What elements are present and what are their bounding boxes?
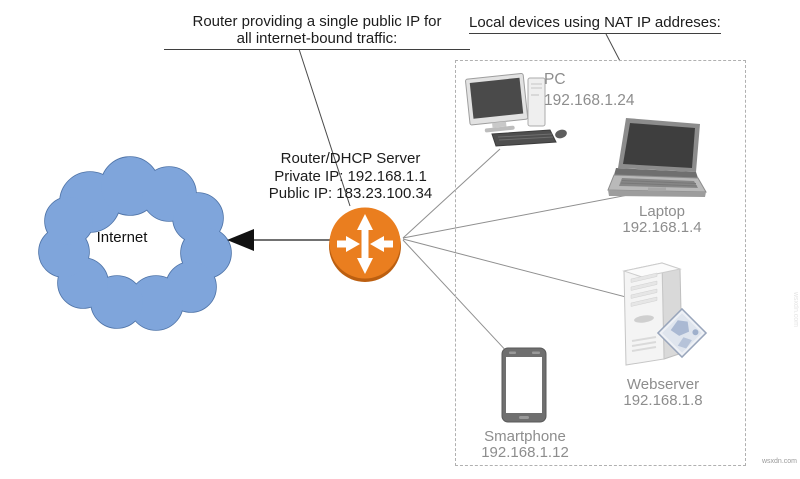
laptop-label: Laptop bbox=[639, 203, 685, 220]
laptop-icon bbox=[607, 118, 707, 197]
router-info: Router/DHCP Server Private IP: 192.168.1… bbox=[248, 150, 453, 203]
smartphone-label: Smartphone bbox=[484, 428, 566, 445]
internet-cloud-icon bbox=[38, 156, 232, 331]
local-devices-callout-line bbox=[605, 33, 621, 62]
internet-label: Internet bbox=[96, 229, 148, 246]
watermark-vertical: wsxdn.com bbox=[792, 292, 799, 328]
pc-label: PC bbox=[544, 71, 566, 88]
smartphone-icon bbox=[501, 347, 547, 423]
router-callout-label: Router providing a single public IP for … bbox=[164, 13, 470, 50]
pc-label-group: PC 192.168.1.24 bbox=[544, 69, 644, 111]
server-tower-icon bbox=[622, 262, 708, 366]
webserver-ip: 192.168.1.8 bbox=[623, 392, 703, 409]
smartphone-ip: 192.168.1.12 bbox=[481, 444, 569, 461]
smartphone-label-group: Smartphone 192.168.1.12 bbox=[465, 429, 585, 461]
laptop-label-group: Laptop 192.168.1.4 bbox=[602, 204, 722, 236]
router-title: Router/DHCP Server bbox=[280, 150, 421, 167]
webserver-label-group: Webserver 192.168.1.8 bbox=[603, 377, 723, 409]
globe-badge-icon bbox=[656, 307, 708, 359]
router-callout-line2: all internet-bound traffic: bbox=[236, 30, 398, 47]
desktop-pc-icon bbox=[465, 73, 567, 147]
router-cross-arrows-icon bbox=[329, 207, 401, 282]
router-public-ip: Public IP: 183.23.100.34 bbox=[268, 185, 433, 202]
laptop-ip: 192.168.1.4 bbox=[622, 219, 702, 236]
router-private-ip: Private IP: 192.168.1.1 bbox=[274, 167, 427, 185]
router-callout-line1: Router providing a single public IP for bbox=[192, 13, 442, 30]
nat-boundary-box bbox=[455, 60, 746, 466]
local-devices-label: Local devices using NAT IP addreses: bbox=[469, 14, 721, 34]
pc-ip: 192.168.1.24 bbox=[544, 92, 635, 109]
watermark: wsxdn.com bbox=[761, 458, 797, 465]
webserver-label: Webserver bbox=[626, 376, 700, 393]
